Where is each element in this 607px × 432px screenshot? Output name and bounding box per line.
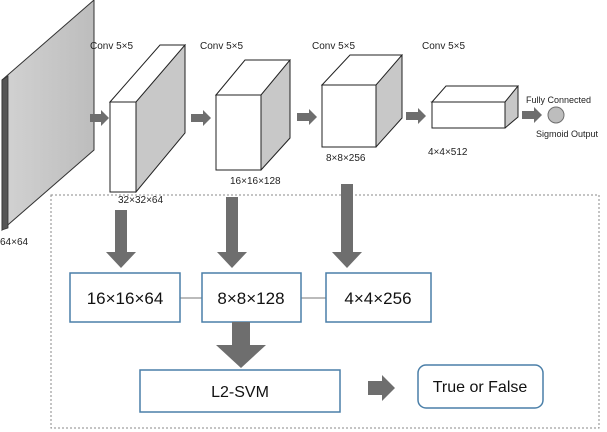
feature-extraction-region bbox=[50, 194, 600, 429]
arrow-down-3 bbox=[332, 184, 362, 268]
l2-svm-box bbox=[139, 369, 341, 413]
arrow-conv3-to-conv4 bbox=[406, 108, 426, 124]
input-image bbox=[1, 0, 95, 232]
conv-1-size-label: 32×32×64 bbox=[118, 195, 163, 206]
arrow-conv4-to-output bbox=[522, 107, 542, 123]
conv-3-op-label: Conv 5×5 bbox=[312, 41, 356, 52]
l2-svm-label: L2-SVM bbox=[211, 384, 269, 401]
conv-2-size-label: 16×16×128 bbox=[230, 176, 281, 187]
arrow-input-to-conv1 bbox=[90, 110, 109, 126]
pooled-feature-label-1: 16×16×64 bbox=[87, 289, 164, 308]
arrow-conv2-to-conv3 bbox=[297, 109, 317, 125]
result-label: True or False bbox=[433, 379, 528, 396]
input-size-label: 64×64 bbox=[0, 237, 29, 248]
conv-4-size-label: 4×4×512 bbox=[428, 147, 468, 158]
conv-3-size-label: 8×8×256 bbox=[326, 153, 366, 164]
pooled-feature-box-3 bbox=[325, 272, 432, 323]
pooled-feature-box-1 bbox=[69, 272, 181, 323]
conv-2-op-label: Conv 5×5 bbox=[200, 41, 244, 52]
arrow-down-1 bbox=[106, 210, 136, 268]
pooled-feature-label-3: 4×4×256 bbox=[344, 289, 411, 308]
conv-block-3 bbox=[320, 54, 404, 148]
pooled-feature-box-2 bbox=[201, 272, 302, 323]
arrow-to-result bbox=[368, 375, 395, 401]
conv-1-op-label: Conv 5×5 bbox=[90, 41, 134, 52]
fully-connected-label: Fully Connected bbox=[526, 95, 591, 105]
conv-block-2 bbox=[214, 59, 292, 171]
sigmoid-output-node bbox=[547, 106, 565, 124]
arrow-conv1-to-conv2 bbox=[191, 110, 211, 126]
conv-block-4 bbox=[430, 85, 520, 129]
arrow-to-classifier bbox=[216, 322, 266, 368]
conv-block-1 bbox=[108, 43, 187, 194]
conv-4-op-label: Conv 5×5 bbox=[422, 41, 466, 52]
arrow-down-2 bbox=[217, 197, 247, 268]
result-box bbox=[417, 364, 544, 409]
sigmoid-output-label: Sigmoid Output bbox=[536, 129, 599, 139]
pooled-feature-label-2: 8×8×128 bbox=[217, 289, 284, 308]
